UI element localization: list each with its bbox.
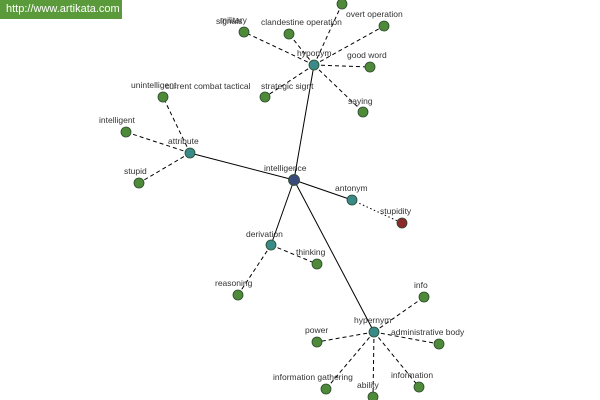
label-clandestine: clandestine operation [261,17,342,27]
edge-hypernym-ability [372,331,375,398]
label-hypernym: hypernym [354,315,391,325]
label-infogathering: information gathering [273,372,353,382]
graph-edges [125,3,440,398]
edge-intelligence-hypernym [293,179,375,333]
node-adminbody[interactable] [433,338,445,350]
node-information[interactable] [413,381,425,393]
node-ability[interactable] [367,391,379,400]
label-military: military [220,15,248,25]
label-unintelligent: unintelligent [131,80,177,90]
node-goodword[interactable] [364,61,376,73]
graph-labels: intelligence hyponym attribute antonym deriv… [99,9,465,390]
label-adminbody: administrative body [391,327,465,337]
label-intelligence: intelligence [264,163,307,173]
edge-attribute-stupid [138,152,191,184]
edge-hypernym-power [316,331,375,343]
label-information: information [391,370,433,380]
label-info: info [414,280,428,290]
edge-attribute-intelligent [125,131,191,154]
edge-hyponym1-saying [313,64,364,113]
edge-intelligence-antonym [293,179,353,201]
node-infogathering[interactable] [320,383,332,395]
node-unintelligent[interactable] [157,91,169,103]
label-attribute: attribute [168,136,199,146]
node-info[interactable] [418,291,430,303]
label-goodword: good word [347,50,387,60]
node-strategic[interactable] [259,91,271,103]
edge-intelligence-derivation [270,179,295,246]
edge-intelligence-hyponym1 [293,64,315,181]
node-clandestine[interactable] [283,28,295,40]
node-reasoning[interactable] [232,289,244,301]
node-thinking[interactable] [311,258,323,270]
node-overt[interactable] [378,20,390,32]
label-derivation: derivation [246,229,283,239]
edge-antonym-stupidity [351,199,403,224]
label-reasoning: reasoning [215,278,253,288]
node-intelligence[interactable] [288,174,300,186]
node-hypernym[interactable] [368,326,380,338]
node-antonym[interactable] [346,194,358,206]
node-derivation[interactable] [265,239,277,251]
edge-hypernym-info [373,296,425,333]
label-hyponym1: hyponym [297,48,332,58]
label-current: current combat tactical [165,81,251,91]
label-intelligent: intelligent [99,115,136,125]
label-signals: signals [216,16,242,26]
label-stupid: stupid [124,166,147,176]
node-intelligent[interactable] [120,126,132,138]
node-top[interactable] [336,0,348,10]
edge-hyponym1-overt [313,25,385,66]
edge-attribute-unintelligent [162,96,191,154]
label-thinking: thinking [296,247,326,257]
node-stupid[interactable] [133,177,145,189]
label-stupidity: stupidity [380,206,412,216]
edge-hyponym1-goodword [313,64,371,68]
node-power[interactable] [311,336,323,348]
node-stupidity[interactable] [396,217,408,229]
edge-derivation-reasoning [237,244,272,296]
graph-nodes [120,0,445,400]
edge-hyponym1-strategic [264,64,315,98]
node-saying[interactable] [357,106,369,118]
label-overt: overt operation [346,9,403,19]
node-hyponym1[interactable] [308,59,320,71]
edge-hyponym1-military [243,31,315,66]
node-attribute[interactable] [184,147,196,159]
label-ability: ability [357,380,379,390]
label-antonym: antonym [335,183,368,193]
site-url-banner[interactable]: http://www.artikata.com [0,0,122,19]
edge-hypernym-information [373,331,420,388]
label-power: power [305,325,328,335]
edge-hypernym-infogathering [325,331,375,390]
edge-intelligence-attribute [189,152,295,181]
label-strategic: strategic signt [261,81,314,91]
node-military[interactable] [238,26,250,38]
edge-derivation-thinking [270,244,318,265]
label-saying: saying [348,96,373,106]
